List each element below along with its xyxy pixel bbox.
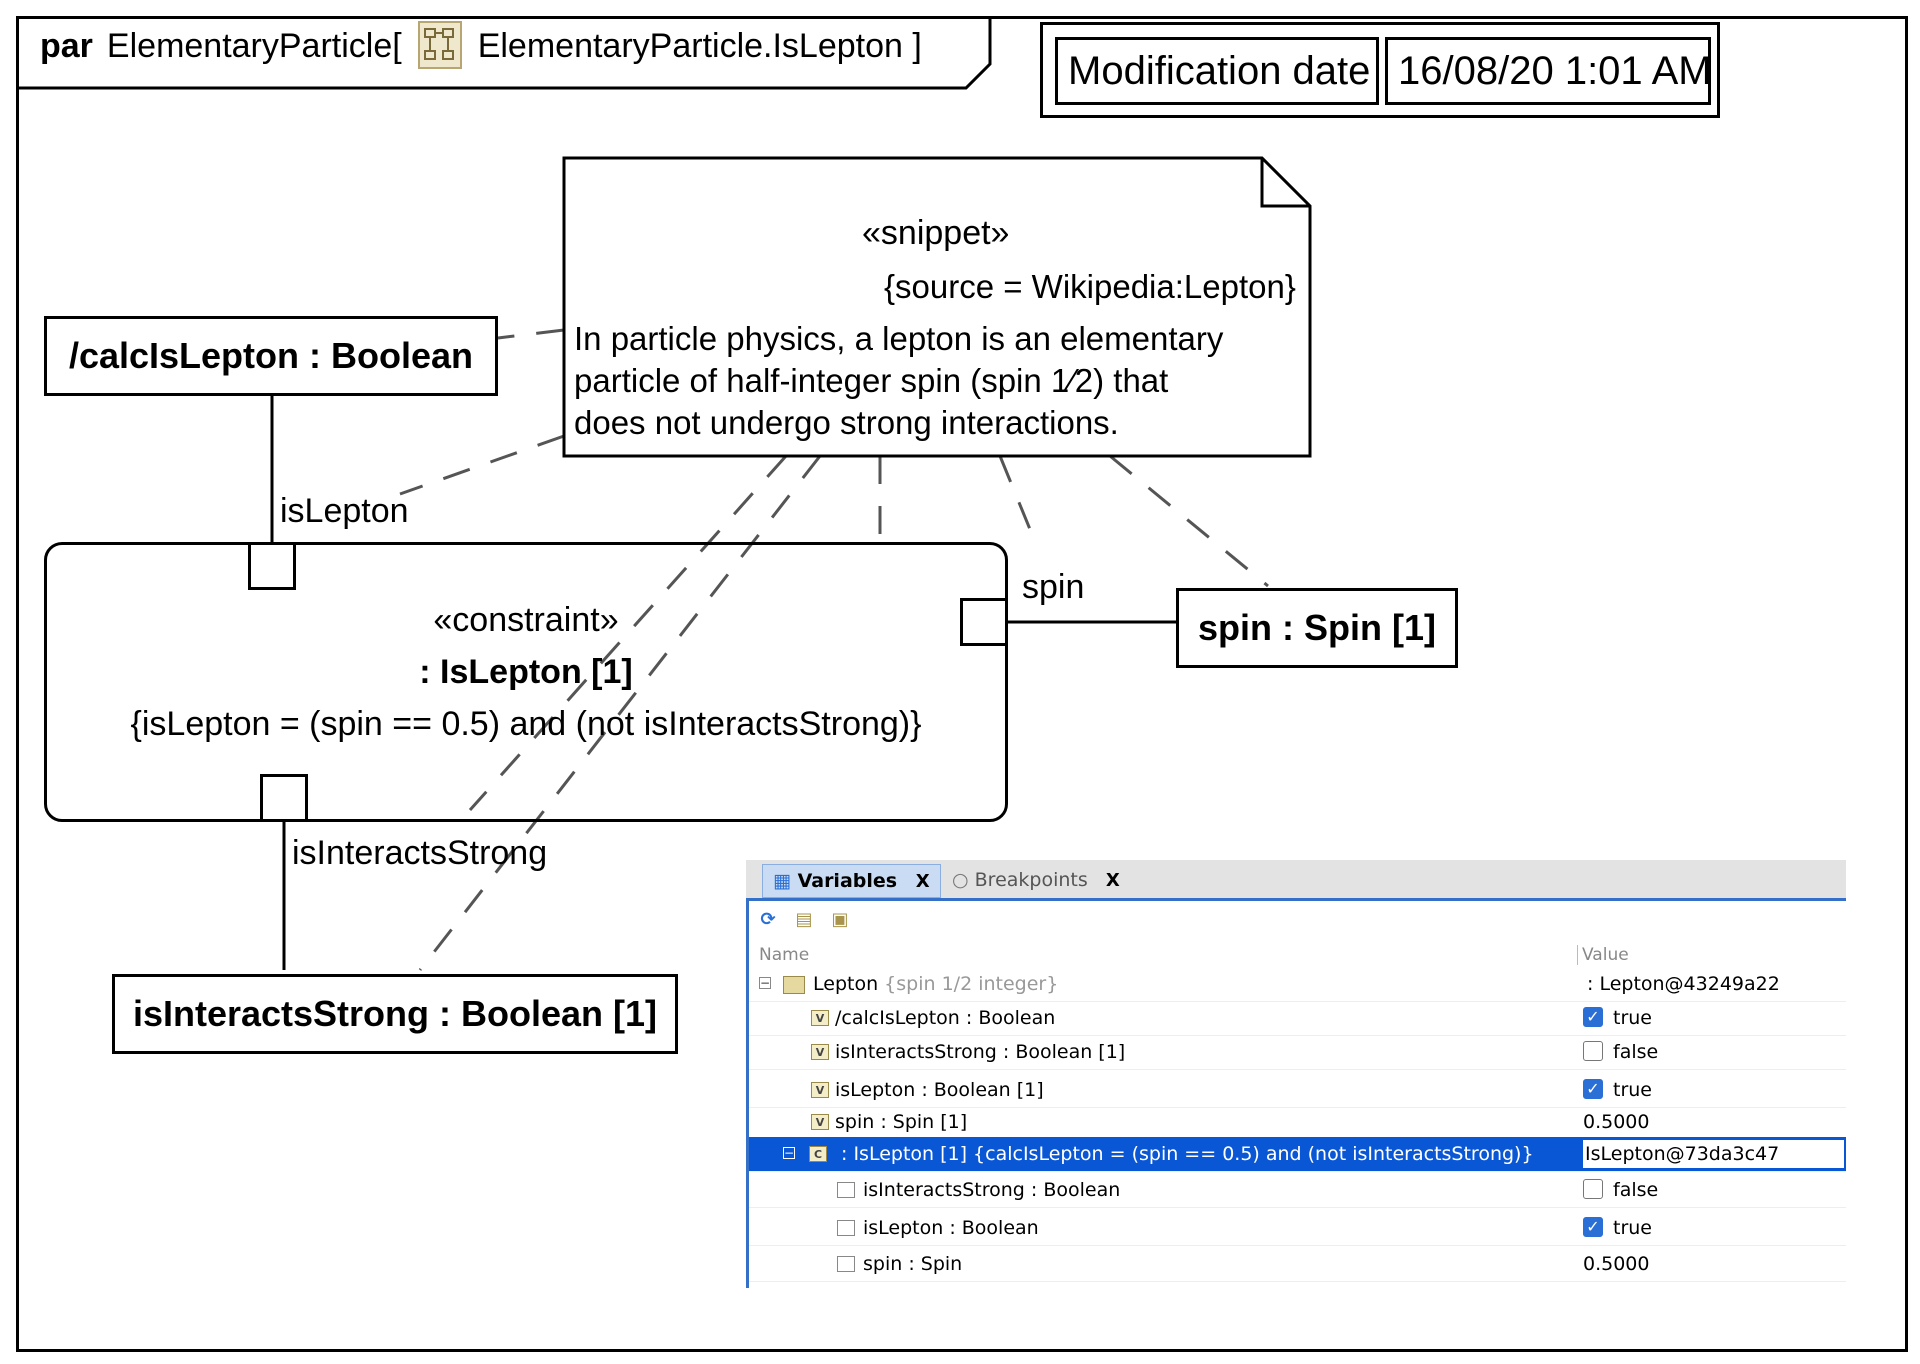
snippet-text-line-1: In particle physics, a lepton is an elem…	[574, 320, 1224, 357]
table-row[interactable]: spin : Spin 0.5000	[749, 1247, 1846, 1282]
table-row[interactable]: V /calcIsLepton : Boolean ✓ true	[749, 1001, 1846, 1036]
part-spin-label: spin : Spin [1]	[1198, 607, 1436, 648]
constraint-expression: {isLepton = (spin == 0.5) and (not isInt…	[130, 705, 922, 743]
frame-name-suffix: ElementaryParticle.IsLepton ]	[477, 26, 922, 65]
column-header-name: Name	[759, 945, 810, 965]
part-isInteractsStrong-label: isInteractsStrong : Boolean [1]	[132, 993, 658, 1034]
collapse-all-icon[interactable]: ▣	[831, 909, 849, 930]
checkbox-checked-icon[interactable]: ✓	[1583, 1216, 1603, 1237]
root-value: : Lepton@43249a22	[1587, 973, 1780, 995]
snippet-text-line-2: particle of half-integer spin (spin 1⁄2)…	[574, 362, 1169, 399]
table-row[interactable]: − Lepton {spin 1/2 integer} : Lepton@432…	[749, 967, 1846, 1002]
snippet-text-line-3: does not undergo strong interactions.	[574, 404, 1119, 441]
object-icon	[783, 976, 805, 994]
table-row-selected[interactable]: − C : IsLepton [1] {calcIsLepton = (spin…	[749, 1137, 1846, 1172]
snippet-source-tag: {source = Wikipedia:Lepton}	[884, 268, 1296, 305]
constraint-icon: C	[809, 1146, 827, 1162]
modification-date-table: Modification date 16/08/20 1:01 AM	[1040, 22, 1720, 118]
modification-date-value: 16/08/20 1:01 AM	[1385, 37, 1712, 105]
constraint-property[interactable]: «constraint» : IsLepton [1] {isLepton = …	[44, 542, 1008, 822]
frame-keyword: par	[40, 26, 93, 65]
port-isInteractsStrong[interactable]	[260, 774, 308, 822]
close-icon[interactable]: X	[915, 871, 930, 892]
variable-name: /calcIsLepton : Boolean	[835, 1007, 1056, 1029]
collapse-icon[interactable]: −	[759, 976, 771, 990]
variable-name: isLepton : Boolean [1]	[835, 1079, 1044, 1101]
frame-name-prefix: ElementaryParticle[	[106, 26, 402, 65]
collapse-icon[interactable]: −	[783, 1146, 795, 1160]
part-spin[interactable]: spin : Spin [1]	[1176, 588, 1458, 668]
variable-icon: V	[811, 1082, 829, 1098]
variable-icon: V	[811, 1010, 829, 1026]
constraint-name: : IsLepton [1]	[419, 653, 633, 691]
variable-value: true	[1613, 1079, 1652, 1101]
property-icon	[837, 1220, 855, 1236]
frame-title: par ElementaryParticle[ ElementaryParticle…	[40, 21, 922, 72]
modification-date-label: Modification date	[1055, 37, 1379, 105]
port-spin[interactable]	[960, 598, 1008, 646]
child-name: isInteractsStrong : Boolean	[863, 1179, 1121, 1201]
variable-value: false	[1613, 1041, 1659, 1063]
child-value: true	[1613, 1217, 1652, 1239]
connector-label-spin: spin	[1022, 568, 1085, 606]
table-row[interactable]: V isInteractsStrong : Boolean [1] false	[749, 1035, 1846, 1070]
checkbox-unchecked-icon[interactable]	[1583, 1178, 1603, 1199]
property-icon	[837, 1256, 855, 1272]
connector-label-isInteractsStrong: isInteractsStrong	[292, 834, 548, 872]
part-isInteractsStrong[interactable]: isInteractsStrong : Boolean [1]	[112, 974, 678, 1054]
variable-icon: V	[811, 1114, 829, 1130]
panel-toolbar: ⟳ ▤ ▣	[746, 901, 1846, 939]
root-name: Lepton	[813, 973, 879, 995]
child-value: false	[1613, 1179, 1659, 1201]
table-row[interactable]: V spin : Spin [1] 0.5000	[749, 1105, 1846, 1140]
expand-all-icon[interactable]: ▤	[795, 909, 813, 930]
connector-label-isLepton: isLepton	[280, 492, 409, 530]
panel-tab-bar: ▦ Variables X ○ Breakpoints X	[746, 860, 1846, 901]
diagram-icon	[417, 21, 462, 69]
checkbox-checked-icon[interactable]: ✓	[1583, 1006, 1603, 1027]
child-name: spin : Spin	[863, 1253, 963, 1275]
checkbox-unchecked-icon[interactable]	[1583, 1040, 1603, 1061]
tab-variables-label: Variables	[797, 870, 898, 892]
table-row[interactable]: V isLepton : Boolean [1] ✓ true	[749, 1073, 1846, 1108]
selected-name: : IsLepton [1] {calcIsLepton = (spin == …	[841, 1143, 1534, 1165]
table-row[interactable]: isInteractsStrong : Boolean false	[749, 1173, 1846, 1208]
variable-name: isInteractsStrong : Boolean [1]	[835, 1041, 1126, 1063]
child-value: 0.5000	[1583, 1253, 1650, 1275]
variable-icon: V	[811, 1044, 829, 1060]
variables-table: Name Value − Lepton {spin 1/2 integer} :…	[746, 939, 1846, 1288]
breakpoints-tab-icon: ○	[952, 869, 969, 891]
snippet-stereotype: «snippet»	[862, 214, 1010, 252]
tab-variables[interactable]: ▦ Variables X	[762, 864, 941, 898]
part-calcIsLepton[interactable]: /calcIsLepton : Boolean	[44, 316, 498, 396]
constraint-stereotype: «constraint»	[433, 601, 619, 639]
variable-value: true	[1613, 1007, 1652, 1029]
variable-name: spin : Spin [1]	[835, 1111, 968, 1133]
close-icon[interactable]: X	[1105, 870, 1120, 891]
part-calcIsLepton-label: /calcIsLepton : Boolean	[68, 335, 474, 376]
root-note: {spin 1/2 integer}	[884, 973, 1059, 995]
tab-breakpoints[interactable]: ○ Breakpoints X	[942, 864, 1130, 896]
table-row[interactable]: isLepton : Boolean ✓ true	[749, 1211, 1846, 1246]
variables-tab-icon: ▦	[773, 870, 791, 892]
port-isLepton[interactable]	[248, 542, 296, 590]
column-header-value: Value	[1577, 945, 1629, 965]
selected-value[interactable]: IsLepton@73da3c47	[1581, 1138, 1846, 1170]
checkbox-checked-icon[interactable]: ✓	[1583, 1078, 1603, 1099]
refresh-icon[interactable]: ⟳	[760, 909, 776, 930]
tab-breakpoints-label: Breakpoints	[974, 869, 1088, 891]
child-name: isLepton : Boolean	[863, 1217, 1039, 1239]
variables-panel: ▦ Variables X ○ Breakpoints X ⟳ ▤ ▣ Name…	[746, 860, 1846, 1288]
property-icon	[837, 1182, 855, 1198]
variable-value: 0.5000	[1583, 1111, 1650, 1133]
